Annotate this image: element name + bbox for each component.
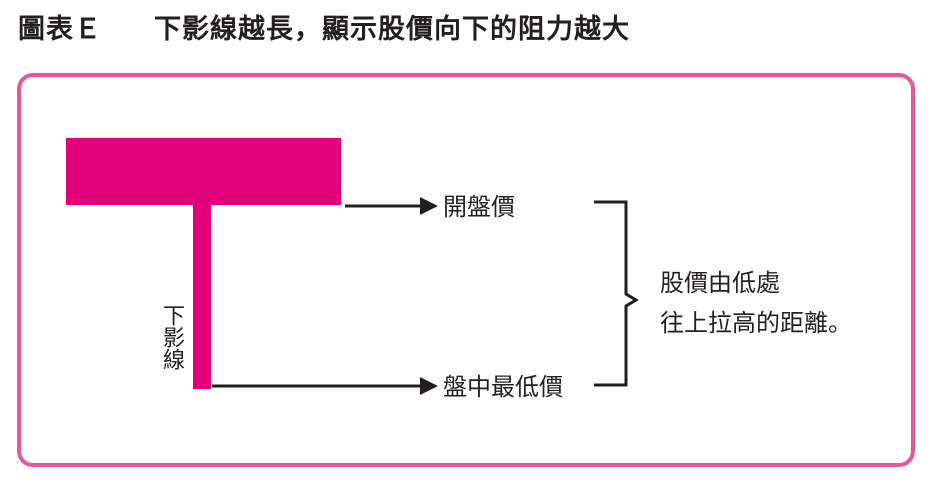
low-arrow-head: [420, 377, 438, 395]
open-price-label: 開盤價: [443, 193, 515, 221]
diagram-frame: [17, 73, 915, 467]
figure-title: 圖表Ｅ 下影線越長，顯示股價向下的阻力越大: [18, 8, 630, 45]
open-arrow-head: [420, 197, 438, 215]
low-price-label: 盤中最低價: [443, 373, 563, 401]
lower-shadow-label: 下影線: [159, 304, 184, 370]
conclusion-line-1: 股價由低處: [660, 269, 780, 297]
figure-caption: 下影線越長，顯示股價向下的阻力越大: [154, 13, 630, 45]
candle-body: [66, 138, 341, 205]
conclusion-line-2: 往上拉高的距離。: [660, 309, 852, 337]
range-bracket: [594, 200, 639, 387]
lower-shadow: [193, 205, 211, 389]
figure-label: 圖表Ｅ: [18, 13, 102, 45]
